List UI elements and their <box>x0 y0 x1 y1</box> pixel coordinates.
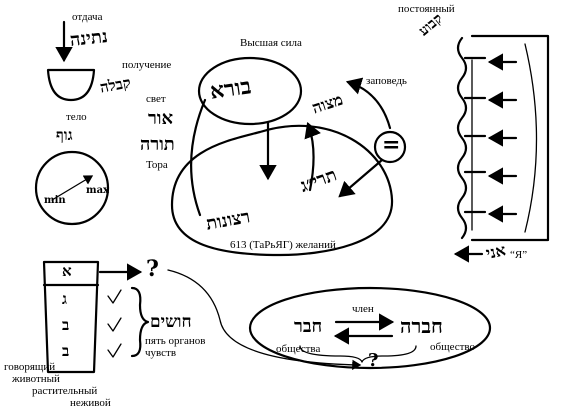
level-inanimate-label: неживой <box>70 397 111 409</box>
five-senses-label-1: пять органов <box>145 335 206 347</box>
receiving-vessel <box>46 68 96 102</box>
higher-power-label: Высшая сила <box>240 37 302 49</box>
commandment-arrow <box>345 77 392 130</box>
body-circle <box>34 150 110 226</box>
level-speaking-label: говорящий <box>4 361 56 373</box>
commandment-label: заповедь <box>366 75 407 87</box>
equals-to-desires-arrow <box>338 158 384 198</box>
level-row: ב <box>62 342 70 360</box>
torah-label: Тора <box>146 159 168 171</box>
five-senses-label-2: чувств <box>145 347 177 359</box>
hebrew-giving: נתינה <box>68 26 109 51</box>
desires-up-arrow <box>304 121 321 192</box>
desires-ellipse <box>170 124 394 257</box>
hebrew-the-creator: בורא <box>208 73 253 105</box>
hebrew-hevra: חברה <box>400 314 443 338</box>
light-label: свет <box>146 93 166 105</box>
society-brace <box>299 345 417 363</box>
receiving-label: получение <box>122 59 172 71</box>
permanent-inner-curve <box>524 43 538 233</box>
question-link-line <box>167 269 362 371</box>
permanent-box <box>470 34 550 242</box>
level-row: א <box>62 262 72 280</box>
hebrew-senses: חושים <box>150 312 192 332</box>
society-ellipse <box>248 286 492 370</box>
hebrew-haver: חבר <box>294 316 323 337</box>
giving-label: отдача <box>72 11 103 23</box>
equals-circle <box>373 130 407 164</box>
society-label: общество <box>430 341 476 353</box>
question-mark-bottom: ? <box>368 350 379 371</box>
levels-glass <box>42 260 100 374</box>
level-row: ג <box>62 290 67 308</box>
hebrew-torah: תורה <box>140 134 175 155</box>
body-min-max-arrow <box>51 175 94 201</box>
hebrew-light: אור <box>148 108 174 129</box>
mitzvah-loop-arrow <box>190 98 207 217</box>
level-animal-label: животный <box>12 373 60 385</box>
member-label: член <box>352 303 374 315</box>
body-max: max <box>86 185 110 196</box>
creator-ellipse <box>197 56 303 126</box>
equals-sign: = <box>382 132 401 158</box>
hebrew-ani: אני <box>484 240 508 263</box>
ya-label: “Я” <box>510 249 528 261</box>
check-mark <box>107 317 122 332</box>
check-mark <box>107 343 122 358</box>
permanent-wavy-left <box>456 36 468 240</box>
question-mark-top: ? <box>146 256 159 282</box>
desires-label: 613 (ТаРьЯГ) желаний <box>230 239 336 251</box>
senses-brace <box>130 286 150 358</box>
body-min: min <box>44 195 66 206</box>
society-member-label: общества <box>276 343 321 355</box>
body-label: тело <box>66 111 87 123</box>
hebrew-body: גוף <box>56 126 73 144</box>
check-mark <box>107 289 122 304</box>
level-row: ב <box>62 316 70 334</box>
level-vegetative-label: растительный <box>32 385 98 397</box>
permanent-label: постоянный <box>398 3 455 15</box>
